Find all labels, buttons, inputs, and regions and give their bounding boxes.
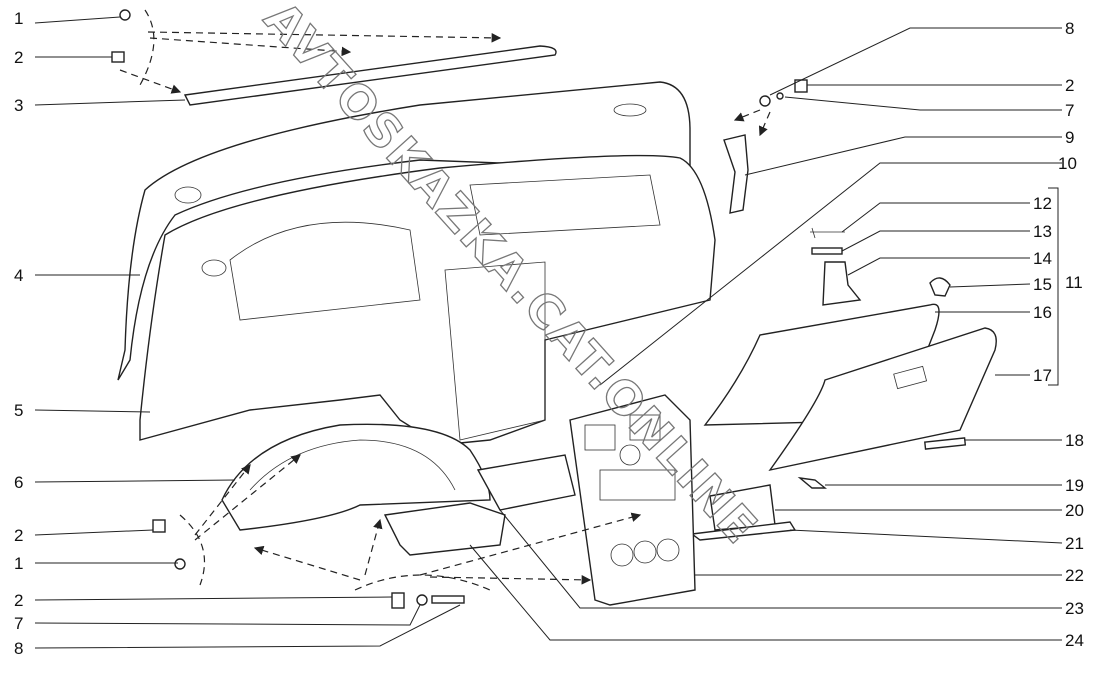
rubber-bumper <box>929 277 951 297</box>
glovebox-latch <box>822 261 862 306</box>
callout: 11 <box>1065 273 1083 292</box>
storage-pocket-lower <box>383 502 506 556</box>
callout: 2 <box>1065 76 1074 95</box>
callout: 8 <box>1065 19 1074 38</box>
lock-spring <box>811 247 843 255</box>
left-callouts: 1 2 3 4 5 6 2 1 2 7 8 <box>14 9 23 658</box>
callout: 3 <box>14 96 23 115</box>
callout: 5 <box>14 401 23 420</box>
callout: 20 <box>1065 501 1084 520</box>
callout: 1 <box>14 554 23 573</box>
storage-pocket-upper <box>476 454 576 511</box>
callout: 21 <box>1065 534 1084 553</box>
callout: 12 <box>1033 194 1052 213</box>
right-callouts: 8 2 7 9 10 12 13 14 15 11 16 17 18 19 20… <box>1033 19 1084 650</box>
leader-lines <box>34 16 1063 649</box>
callout: 7 <box>14 614 23 633</box>
callout: 8 <box>14 639 23 658</box>
callout: 17 <box>1033 366 1052 385</box>
callout: 14 <box>1033 249 1052 268</box>
callout: 15 <box>1033 275 1052 294</box>
callout: 16 <box>1033 303 1052 322</box>
glovebox-lid <box>768 327 997 472</box>
instrument-cluster-hood <box>221 423 491 531</box>
callout: 2 <box>14 591 23 610</box>
callout: 13 <box>1033 222 1052 241</box>
glovebox-stopper <box>797 476 827 489</box>
dashboard-main-panel <box>139 154 716 446</box>
callout: 10 <box>1058 154 1077 173</box>
mounting-bracket <box>723 134 749 214</box>
callout: 7 <box>1065 101 1074 120</box>
callout: 2 <box>14 526 23 545</box>
callout: 6 <box>14 473 23 492</box>
callout: 4 <box>14 266 23 285</box>
callout: 22 <box>1065 566 1084 585</box>
fasteners <box>111 9 808 609</box>
callout: 19 <box>1065 476 1084 495</box>
callout: 18 <box>1065 431 1084 450</box>
callout: 23 <box>1065 599 1084 618</box>
callout: 2 <box>14 48 23 67</box>
callout: 1 <box>14 9 23 28</box>
callout: 24 <box>1065 631 1084 650</box>
callout: 9 <box>1065 128 1074 147</box>
lock-rod <box>810 227 845 239</box>
defroster-trim-strip <box>183 45 557 106</box>
glovebox-hinge-pin <box>924 437 967 450</box>
